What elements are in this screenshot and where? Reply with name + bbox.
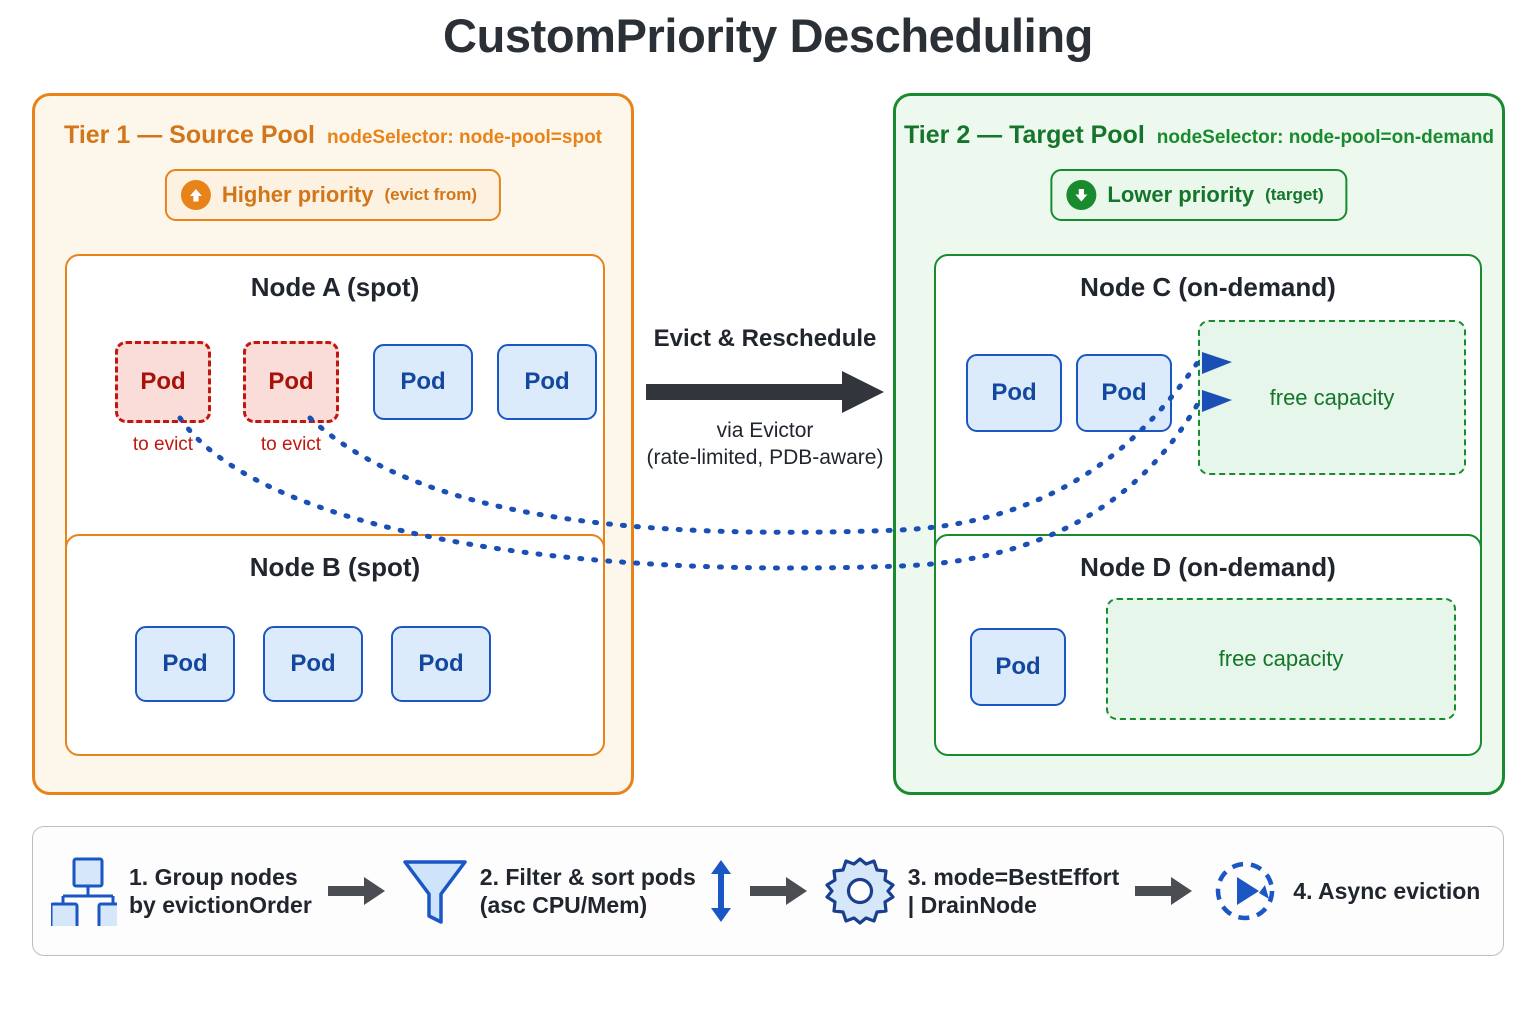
target-priority-note: (target): [1265, 185, 1324, 204]
tier-2-target-pool: Tier 2 — Target Pool nodeSelector: node-p…: [893, 93, 1505, 795]
source-pool-header: Tier 1 — Source Pool nodeSelector: node-p…: [35, 121, 631, 150]
pod-b3[interactable]: Pod: [391, 626, 491, 702]
source-pool-selector: nodeSelector: node-pool=spot: [327, 127, 602, 148]
node-card-d: Node D (on-demand) Pod free capacity: [934, 534, 1482, 756]
legend-step-4-label: 4. Async eviction: [1293, 877, 1481, 904]
node-b-title: Node B (spot): [249, 552, 421, 582]
node-c-free-capacity: free capacity: [1198, 320, 1466, 475]
source-priority-badge: Higher priority (evict from): [164, 169, 502, 221]
legend-step-3[interactable]: 3. mode=BestEffort | DrainNode: [824, 855, 1120, 927]
transfer-arrow-icon: [646, 368, 886, 421]
arrow-down-icon: [1066, 180, 1097, 210]
target-pool-heading: Tier 2 — Target Pool: [903, 121, 1145, 149]
legend-step-1[interactable]: 1. Group nodes by evictionOrder: [51, 856, 312, 926]
legend-separator-1: [327, 876, 386, 906]
legend-step-2[interactable]: 2. Filter & sort pods (asc CPU/Mem): [402, 856, 734, 926]
target-pool-selector: nodeSelector: node-pool=on-demand: [1156, 127, 1495, 148]
target-priority-badge: Lower priority (target): [1050, 169, 1348, 221]
pod-c2[interactable]: Pod: [1076, 354, 1172, 432]
funnel-icon: [402, 856, 468, 926]
tier-1-source-pool: Tier 1 — Source Pool nodeSelector: node-p…: [32, 93, 634, 795]
pod-a3[interactable]: Pod: [373, 344, 473, 420]
pod-d1[interactable]: Pod: [970, 628, 1066, 706]
source-priority-note: (evict from): [384, 185, 478, 204]
page-title: CustomPriority Descheduling: [443, 9, 1093, 62]
pipeline-legend: 1. Group nodes by evictionOrder 2. Filte…: [32, 826, 1504, 956]
pod-b2[interactable]: Pod: [263, 626, 363, 702]
node-d-free-capacity: free capacity: [1106, 598, 1456, 720]
pod-b1[interactable]: Pod: [135, 626, 235, 702]
pod-a2-to-evict[interactable]: Pod: [243, 341, 339, 423]
pod-c1[interactable]: Pod: [966, 354, 1062, 432]
async-play-icon: [1209, 855, 1281, 927]
pod-a1-evict-note: to evict: [132, 434, 194, 455]
up-down-arrow-icon: [708, 858, 734, 924]
source-priority-label: Higher priority: [221, 182, 374, 207]
target-pool-header: Tier 2 — Target Pool nodeSelector: node-p…: [896, 121, 1502, 150]
gear-icon: [824, 855, 896, 927]
org-tree-icon: [51, 856, 117, 926]
node-d-title: Node D (on-demand): [1080, 552, 1336, 582]
node-a-title: Node A (spot): [250, 272, 420, 302]
arrow-up-icon: [180, 180, 211, 210]
legend-step-4[interactable]: 4. Async eviction: [1209, 855, 1480, 927]
transfer-top-label: Evict & Reschedule: [653, 325, 877, 352]
legend-separator-2: [749, 876, 808, 906]
legend-step-3-label: 3. mode=BestEffort | DrainNode: [907, 863, 1120, 918]
legend-step-2-label: 2. Filter & sort pods (asc CPU/Mem): [479, 863, 696, 918]
transfer-via-evictor: via Evictor: [716, 419, 814, 442]
pod-a2-evict-note: to evict: [260, 434, 322, 455]
legend-step-1-label: 1. Group nodes by evictionOrder: [129, 863, 312, 918]
pod-a4[interactable]: Pod: [497, 344, 597, 420]
legend-separator-3: [1135, 876, 1193, 906]
node-c-title: Node C (on-demand): [1080, 272, 1336, 302]
pod-a1-to-evict[interactable]: Pod: [115, 341, 211, 423]
transfer-evictor-detail: (rate-limited, PDB-aware): [646, 445, 884, 469]
node-card-b: Node B (spot) Pod Pod Pod: [65, 534, 605, 756]
transfer-bottom-label: via Evictor (rate-limited, PDB-aware): [625, 418, 905, 472]
source-pool-heading: Tier 1 — Source Pool: [64, 121, 316, 149]
target-priority-label: Lower priority: [1107, 182, 1255, 207]
